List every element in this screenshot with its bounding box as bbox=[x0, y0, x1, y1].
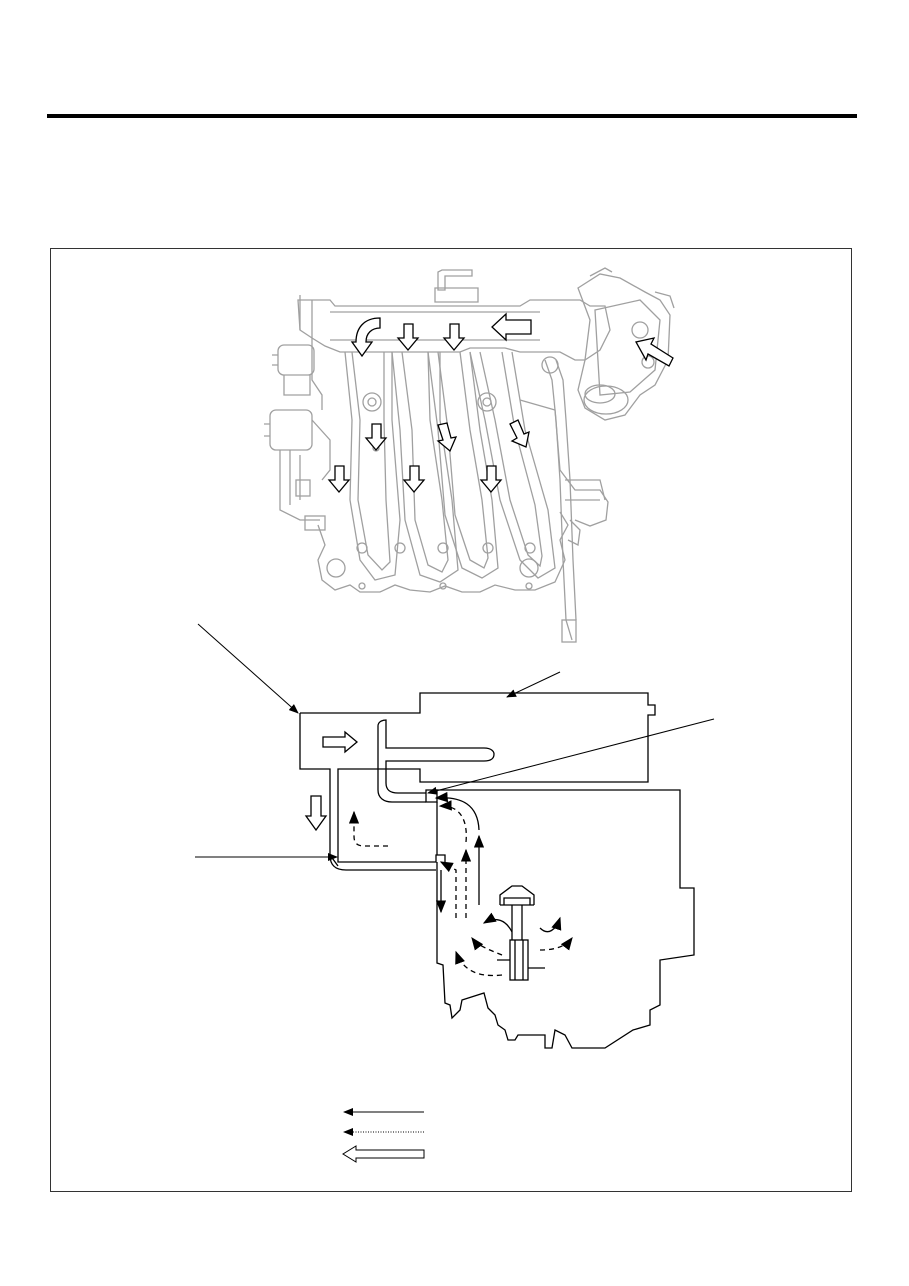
intake-manifold-illustration bbox=[264, 267, 675, 643]
flow-arrow-runner-3 bbox=[509, 419, 530, 448]
flow-arrow-runner-2 bbox=[436, 422, 458, 453]
flow-arrow-runner-5 bbox=[402, 465, 426, 494]
top-rule bbox=[47, 114, 857, 118]
figure-frame bbox=[50, 248, 852, 1192]
flow-arrow-runner-4 bbox=[327, 465, 351, 494]
flow-arrow-left bbox=[491, 312, 532, 342]
flow-arrow-runner-1 bbox=[364, 423, 388, 452]
flow-arrow-runner-6 bbox=[479, 465, 503, 494]
hollow-arrow-right bbox=[322, 730, 359, 754]
hollow-arrow-down bbox=[304, 795, 328, 832]
flow-arrow-curve bbox=[350, 317, 381, 358]
manifold-flow-arrows bbox=[327, 312, 674, 494]
flow-arrow-down-2 bbox=[442, 323, 466, 352]
legend bbox=[342, 1108, 425, 1163]
pcv-solid-arrows bbox=[434, 791, 562, 933]
hollow-arrow-icon bbox=[342, 1145, 425, 1163]
leader-lines bbox=[195, 623, 715, 861]
flow-arrow-intake bbox=[635, 337, 674, 367]
pcv-hollow-arrows bbox=[304, 730, 359, 832]
pcv-dashed-arrows bbox=[348, 800, 573, 977]
pcv-section-illustration bbox=[299, 692, 695, 1049]
flow-arrow-down-1 bbox=[396, 323, 420, 352]
